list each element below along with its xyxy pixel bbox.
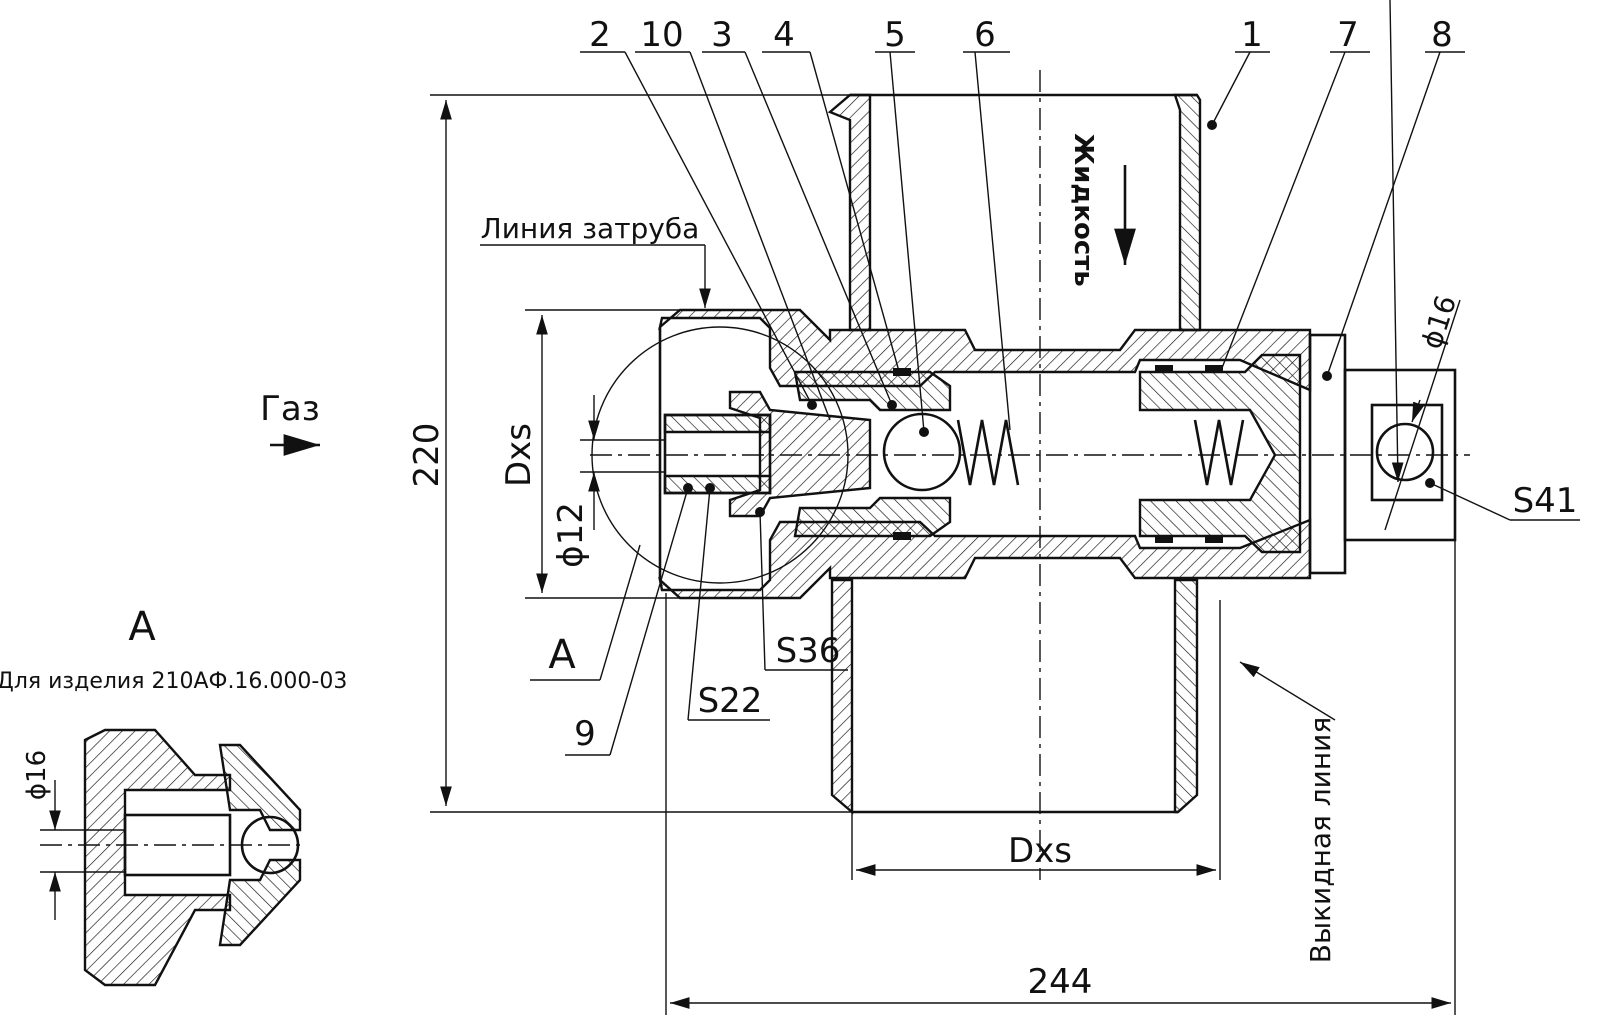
part-label-3: 3 bbox=[711, 15, 733, 55]
dim-220 bbox=[430, 94, 852, 813]
dim-220-label: 220 bbox=[407, 423, 447, 488]
part-label-8: 8 bbox=[1431, 15, 1453, 55]
s36-leader bbox=[759, 511, 848, 671]
dim-dxs-horizontal-label: Dxs bbox=[1008, 831, 1072, 871]
end-plug bbox=[1138, 333, 1457, 575]
s41-leader bbox=[1429, 482, 1580, 521]
spring-left bbox=[956, 419, 1020, 486]
part-label-4: 4 bbox=[773, 15, 795, 55]
dim-phi16-main bbox=[1384, 0, 1461, 531]
annulus-line-leader bbox=[480, 244, 711, 308]
part-label-10: 10 bbox=[640, 15, 683, 55]
dim-phi12 bbox=[580, 395, 665, 530]
dim-244-label: 244 bbox=[1028, 962, 1093, 1002]
discharge-line-label: Выкидная линия bbox=[1304, 717, 1337, 963]
view-a-phi16-label: ϕ16 bbox=[22, 750, 52, 800]
spring-right bbox=[1193, 419, 1245, 486]
view-a-section bbox=[40, 728, 305, 987]
part-leaders bbox=[565, 51, 1465, 756]
dim-phi12-label: ϕ12 bbox=[551, 502, 591, 568]
detail-a-circle bbox=[591, 326, 849, 584]
part-label-5: 5 bbox=[884, 15, 906, 55]
part-label-7: 7 bbox=[1337, 15, 1359, 55]
liquid-pipe bbox=[827, 70, 1202, 880]
nozzle-insert bbox=[663, 413, 772, 495]
dim-dxs-vertical bbox=[525, 309, 680, 599]
dim-244 bbox=[665, 540, 1456, 1015]
s41-label: S41 bbox=[1513, 481, 1578, 521]
detail-a-leader bbox=[530, 544, 641, 681]
view-a-title: А bbox=[128, 604, 156, 650]
s22-leader bbox=[687, 487, 770, 721]
liquid-label: Жидкость bbox=[1068, 133, 1098, 286]
check-ball bbox=[882, 412, 962, 492]
s22-label: S22 bbox=[698, 681, 763, 721]
gas-label: Газ bbox=[260, 389, 320, 429]
s36-label: S36 bbox=[776, 631, 841, 671]
view-a-note: Для изделия 210АФ.16.000-03 bbox=[0, 669, 347, 694]
discharge-line-leader bbox=[1239, 661, 1336, 721]
dim-dxs-vertical-label: Dxs bbox=[499, 423, 539, 487]
part-label-1: 1 bbox=[1241, 15, 1263, 55]
annulus-line-label: Линия затруба bbox=[481, 212, 700, 245]
part-label-2: 2 bbox=[589, 15, 611, 55]
part-label-9: 9 bbox=[574, 714, 596, 754]
dim-dxs-horizontal bbox=[851, 600, 1221, 880]
dim-phi16-main-label: ϕ16 bbox=[1415, 291, 1463, 353]
part-label-6: 6 bbox=[974, 15, 996, 55]
detail-a-callout: А bbox=[548, 632, 576, 678]
